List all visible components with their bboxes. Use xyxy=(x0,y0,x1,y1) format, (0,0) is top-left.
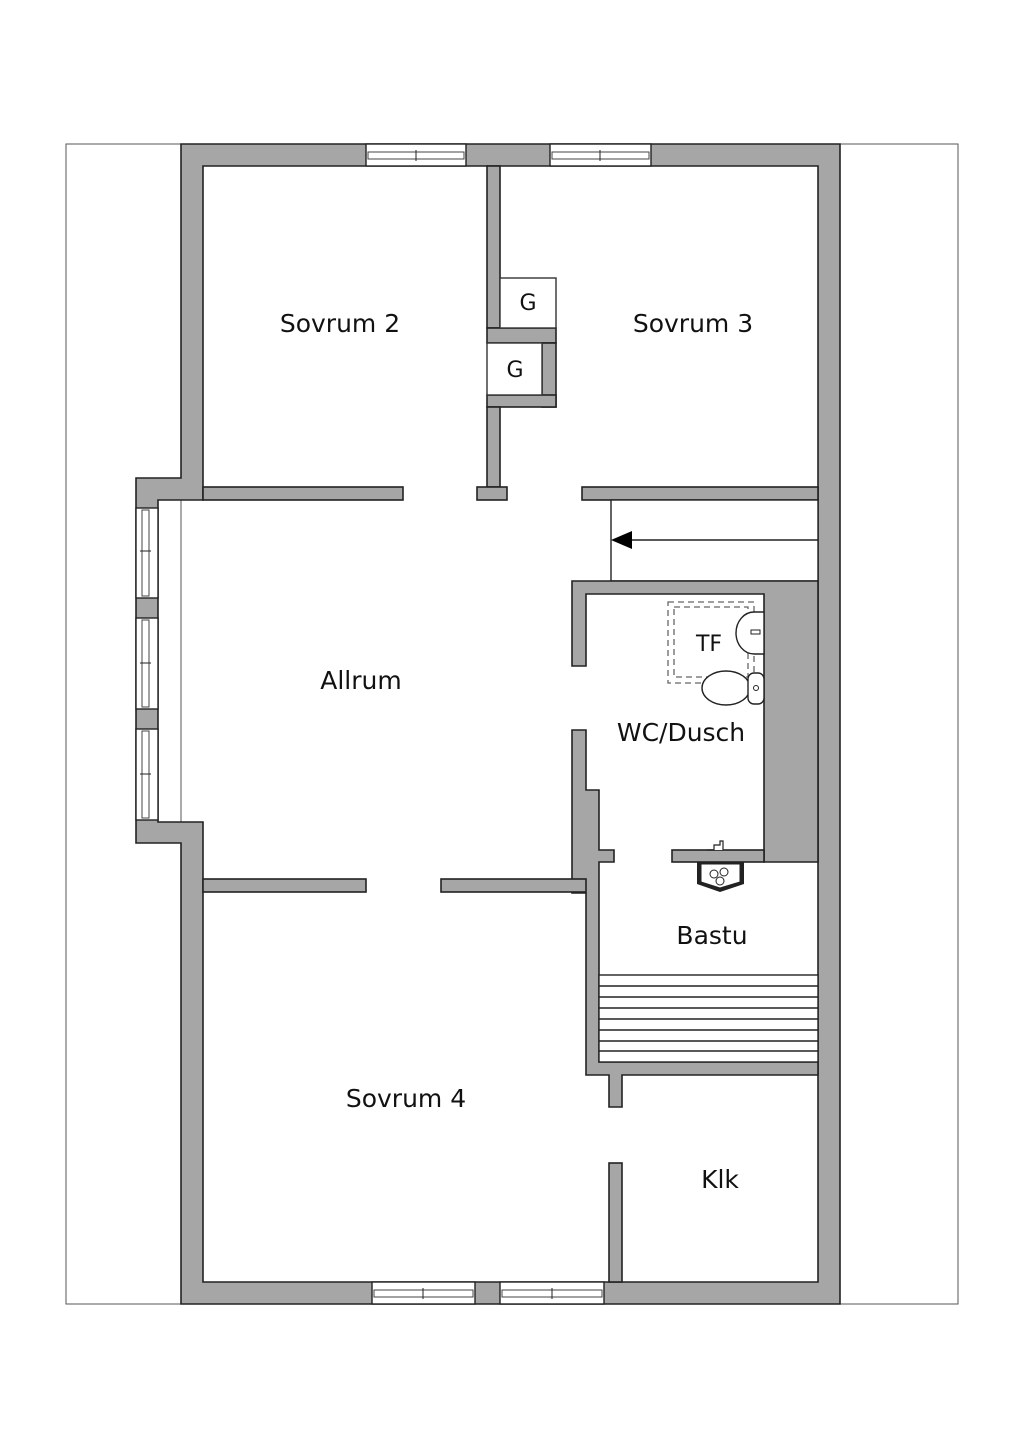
window-left-1 xyxy=(135,507,159,599)
right-eave-area xyxy=(839,143,959,1305)
room-label-sovrum-3: Sovrum 3 xyxy=(633,309,753,338)
toilet-icon xyxy=(701,670,765,706)
left-eave-area xyxy=(65,143,182,1305)
faucet-icon xyxy=(707,840,724,851)
closet-2-box xyxy=(486,342,543,396)
wall-wc-right xyxy=(571,580,819,863)
closet-label-2: G xyxy=(506,358,523,383)
sink-icon xyxy=(735,611,765,655)
wall-s3-bottom xyxy=(581,486,819,501)
wall-s2-lower xyxy=(486,406,501,488)
window-top-right xyxy=(549,143,652,167)
window-top-left xyxy=(365,143,467,167)
window-bottom-right xyxy=(499,1281,605,1305)
stair-arrow-icon xyxy=(611,531,632,549)
wall-sauna-top xyxy=(671,849,765,863)
room-label-wc-dusch: WC/Dusch xyxy=(617,718,745,747)
room-label-klk: Klk xyxy=(701,1165,739,1194)
room-label-sovrum-4: Sovrum 4 xyxy=(346,1084,466,1113)
wall-s4-klk xyxy=(608,1162,623,1283)
wall-s2-s3 xyxy=(486,165,501,329)
room-label-sovrum-2: Sovrum 2 xyxy=(280,309,400,338)
room-label-allrum: Allrum xyxy=(320,666,401,695)
sauna-benches-icon xyxy=(598,974,819,1063)
window-left-3 xyxy=(135,728,159,821)
window-left-2 xyxy=(135,617,159,710)
room-label-bastu: Bastu xyxy=(676,921,747,950)
wall-allrum-bottom-right xyxy=(440,878,587,893)
sauna-heater-icon xyxy=(697,840,744,892)
closet-label-1: G xyxy=(519,291,536,316)
wall-closet-divider xyxy=(486,327,557,344)
washer-dryer-label: TF xyxy=(695,632,722,657)
wall-closet-bottom xyxy=(486,394,557,408)
window-bottom-left xyxy=(371,1281,476,1305)
wall-s2-bottom xyxy=(202,486,404,501)
wall-stub-center xyxy=(476,486,508,501)
wall-allrum-bottom-left xyxy=(202,878,367,893)
closet-1-box xyxy=(499,277,557,329)
